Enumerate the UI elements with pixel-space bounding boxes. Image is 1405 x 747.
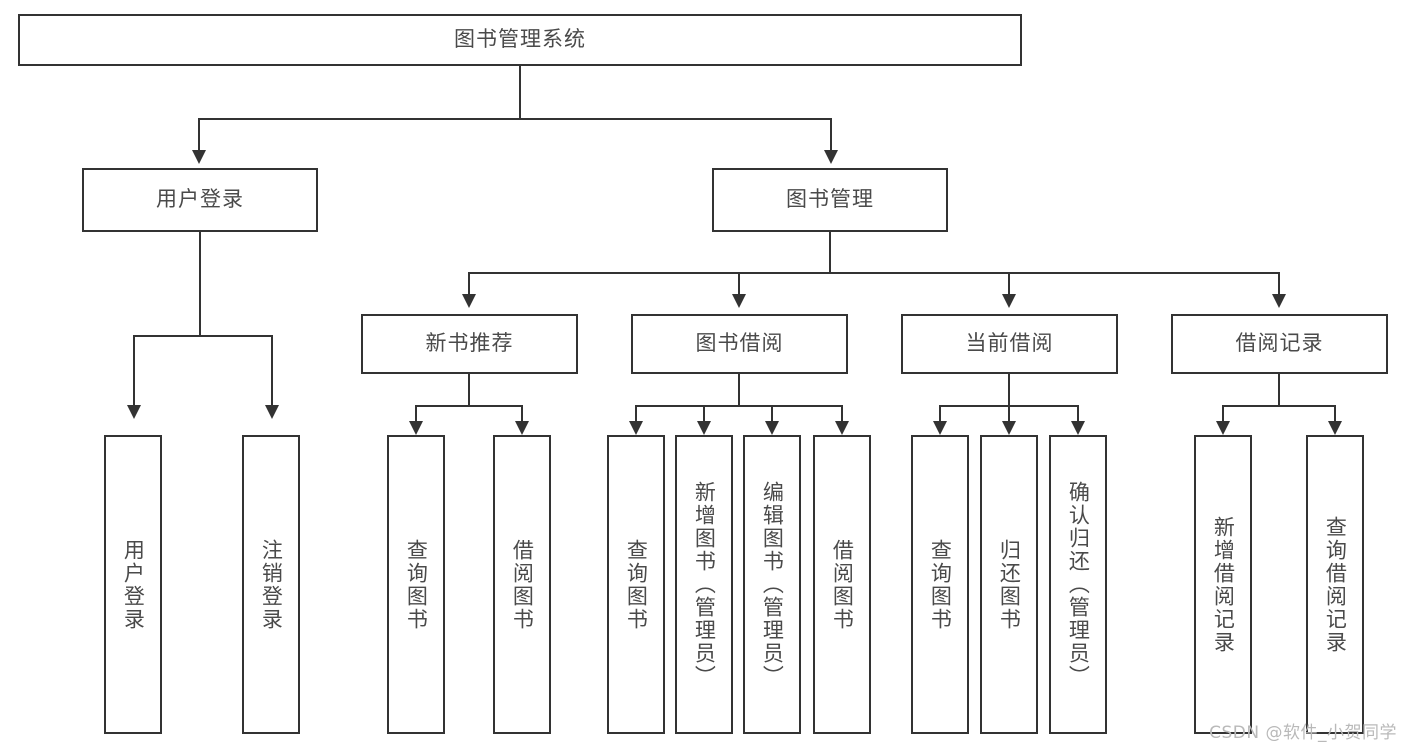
node-label: 图书管理 [786,187,874,212]
connector-new-book-to-leaf-1 [415,405,417,421]
leaf-add-borrow-record[interactable]: 新增借阅记录 [1194,435,1252,734]
leaf-edit-book-admin[interactable]: 编辑图书（管理员） [743,435,801,734]
arrow-book-borrow-to-leaf-1 [629,421,643,435]
arrow-bm-to-current-borrow [1002,294,1016,308]
node-root-book-management-system[interactable]: 图书管理系统 [18,14,1022,66]
node-label: 查询借阅记录 [1323,515,1348,654]
connector-bm-to-current-borrow [1008,272,1010,294]
node-label: 新增借阅记录 [1211,515,1236,654]
node-label: 借阅图书 [510,538,535,631]
connector-book-borrow-stem [738,374,740,405]
node-label: 新书推荐 [425,331,514,356]
leaf-user-login[interactable]: 用户登录 [104,435,162,734]
arrow-bm-to-book-borrow [732,294,746,308]
connector-book-management-stem [829,232,831,272]
connector-book-management-bar [468,272,1280,274]
connector-borrow-record-stem [1278,374,1280,405]
arrow-book-borrow-to-leaf-2 [697,421,711,435]
connector-user-login-stem [199,232,201,335]
node-label: 用户登录 [156,187,244,212]
node-label: 图书管理系统 [454,27,586,52]
node-label: 编辑图书（管理员） [760,481,785,688]
connector-bm-to-borrow-record [1278,272,1280,294]
node-label: 当前借阅 [965,331,1054,356]
connector-borrow-record-to-leaf-2 [1334,405,1336,421]
connector-user-login-to-leaf-2 [271,335,273,405]
node-label: 查询图书 [928,538,953,631]
connector-book-borrow-to-leaf-4 [841,405,843,421]
arrow-current-borrow-to-leaf-3 [1071,421,1085,435]
connector-root-bar [198,118,832,120]
node-label: 归还图书 [997,538,1022,631]
connector-bm-to-new-book [468,272,470,294]
connector-current-borrow-to-leaf-1 [939,405,941,421]
connector-book-borrow-to-leaf-3 [771,405,773,421]
node-new-book-recommend[interactable]: 新书推荐 [361,314,578,374]
arrow-book-borrow-to-leaf-3 [765,421,779,435]
connector-book-borrow-to-leaf-2 [703,405,705,421]
arrow-new-book-to-leaf-2 [515,421,529,435]
arrow-user-login-to-leaf-1 [127,405,141,419]
node-book-borrow[interactable]: 图书借阅 [631,314,848,374]
node-label: 用户登录 [121,538,146,631]
connector-current-borrow-stem [1008,374,1010,405]
node-label: 注销登录 [259,538,284,631]
connector-new-book-to-leaf-2 [521,405,523,421]
leaf-borrow-book[interactable]: 借阅图书 [813,435,871,734]
node-label: 查询图书 [404,538,429,631]
csdn-watermark: CSDN @软件_小贺同学 [1209,723,1397,743]
connector-user-login-bar [133,335,273,337]
connector-current-borrow-to-leaf-2 [1008,405,1010,421]
leaf-query-book-recommend[interactable]: 查询图书 [387,435,445,734]
arrow-borrow-record-to-leaf-1 [1216,421,1230,435]
leaf-confirm-return-admin[interactable]: 确认归还（管理员） [1049,435,1107,734]
arrow-book-borrow-to-leaf-4 [835,421,849,435]
node-user-login[interactable]: 用户登录 [82,168,318,232]
leaf-logout[interactable]: 注销登录 [242,435,300,734]
connector-book-borrow-to-leaf-1 [635,405,637,421]
node-label: 图书借阅 [695,331,784,356]
node-label: 借阅图书 [830,538,855,631]
node-label: 借阅记录 [1235,331,1324,356]
connector-borrow-record-to-leaf-1 [1222,405,1224,421]
arrow-root-to-user-login [192,150,206,164]
connector-root-to-user-login [198,118,200,150]
node-label: 新增图书（管理员） [692,481,717,688]
node-label: 查询图书 [624,538,649,631]
arrow-current-borrow-to-leaf-1 [933,421,947,435]
connector-root-stem [519,66,521,118]
connector-root-to-book-management [830,118,832,150]
arrow-bm-to-borrow-record [1272,294,1286,308]
node-label: 确认归还（管理员） [1066,481,1091,688]
leaf-return-book[interactable]: 归还图书 [980,435,1038,734]
arrow-root-to-book-management [824,150,838,164]
arrow-user-login-to-leaf-2 [265,405,279,419]
connector-new-book-bar [415,405,523,407]
connector-user-login-to-leaf-1 [133,335,135,405]
connector-current-borrow-to-leaf-3 [1077,405,1079,421]
connector-borrow-record-bar [1222,405,1336,407]
node-book-management[interactable]: 图书管理 [712,168,948,232]
arrow-current-borrow-to-leaf-2 [1002,421,1016,435]
leaf-query-book-borrow[interactable]: 查询图书 [607,435,665,734]
leaf-query-borrow-record[interactable]: 查询借阅记录 [1306,435,1364,734]
leaf-borrow-book-recommend[interactable]: 借阅图书 [493,435,551,734]
arrow-borrow-record-to-leaf-2 [1328,421,1342,435]
connector-new-book-stem [468,374,470,405]
node-current-borrow[interactable]: 当前借阅 [901,314,1118,374]
connector-book-borrow-bar [635,405,843,407]
connector-bm-to-book-borrow [738,272,740,294]
arrow-bm-to-new-book [462,294,476,308]
leaf-query-book-current[interactable]: 查询图书 [911,435,969,734]
arrow-new-book-to-leaf-1 [409,421,423,435]
leaf-add-book-admin[interactable]: 新增图书（管理员） [675,435,733,734]
node-borrow-record[interactable]: 借阅记录 [1171,314,1388,374]
